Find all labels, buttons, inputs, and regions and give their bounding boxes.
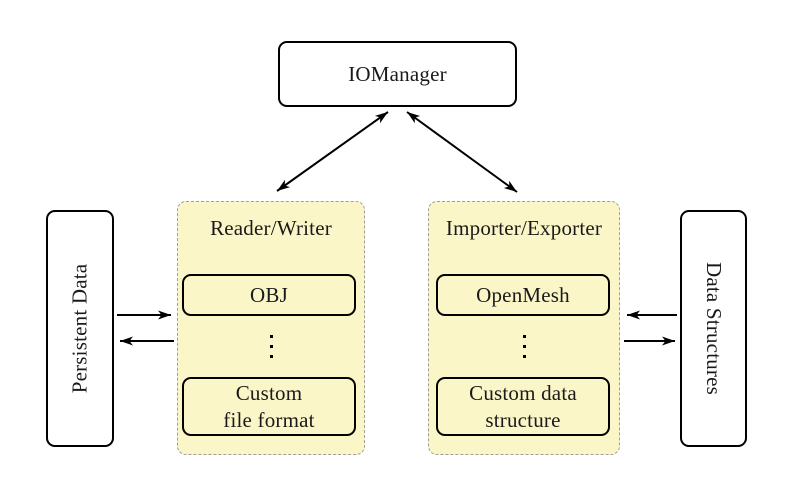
obj-node: OBJ [182,274,356,316]
iomanager-node: IOManager [278,41,517,107]
persistent-data-node: Persistent Data [46,210,114,447]
data-structures-node: Data Structures [680,210,747,447]
iomanager-label: IOManager [348,61,447,86]
vertical-ellipsis-icon [178,335,364,358]
data-structures-label: Data Structures [702,261,727,396]
arrow-iomanager-readerwriter [276,111,389,192]
arrow-iomanager-importerexporter [406,111,518,193]
importer-exporter-panel: Importer/Exporter OpenMesh Custom data s… [428,201,620,455]
reader-writer-title: Reader/Writer [210,216,332,240]
importer-exporter-title: Importer/Exporter [445,216,603,240]
persistent-data-label: Persistent Data [67,263,92,394]
vertical-ellipsis-icon [429,335,619,358]
custom-file-format-node: Custom file format [182,377,356,436]
openmesh-node: OpenMesh [436,274,610,316]
custom-data-structure-node: Custom data structure [436,377,610,436]
reader-writer-panel: Reader/Writer OBJ Custom file format [177,201,365,455]
